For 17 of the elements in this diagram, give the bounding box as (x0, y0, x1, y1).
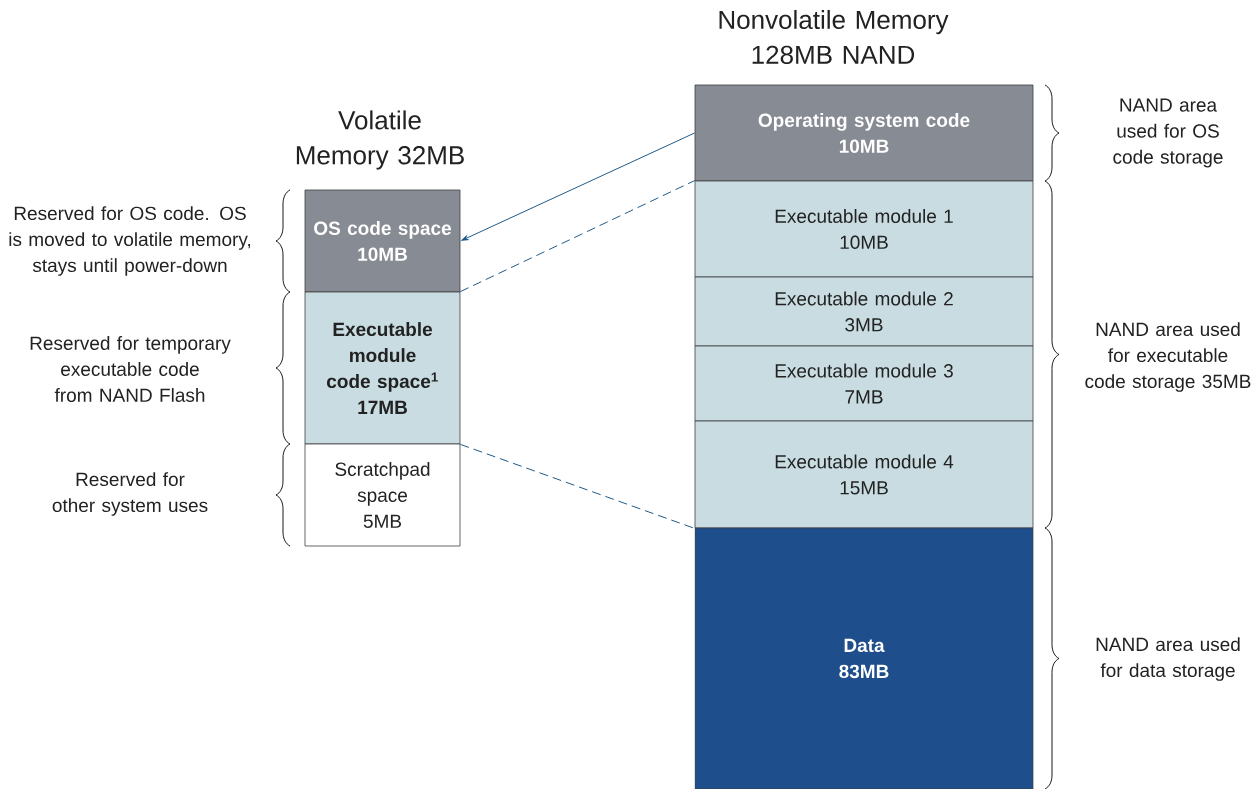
memory-block: Data 83MB (694, 527, 1034, 789)
memory-block: Executable module 2 3MB (694, 276, 1034, 347)
annotation: NAND area used for data storage (1096, 637, 1240, 681)
memory-block: Executable module code space$^{1}$ 17MB (304, 291, 461, 445)
memory-block: Executable module 4 15MB (694, 420, 1034, 529)
memory-block: Scratchpad space 5MB (304, 443, 461, 547)
dashed-line (459, 180, 696, 293)
annotation: NAND area used for OS code storage (1113, 98, 1223, 168)
annotation: NAND area used for executable code storage 35MB (1085, 322, 1251, 392)
arrow (461, 132, 696, 241)
memory-block: Executable module 3 7MB (694, 345, 1034, 422)
annotation: Reserved for OS code. OS is moved to volatile memory, stays until power-down (9, 206, 251, 276)
memory-block: Operating system code 10MB (694, 84, 1034, 182)
annotation: Reserved for temporary executable code from NAND Flash (30, 336, 231, 402)
memory-block: Executable module 1 10MB (694, 180, 1034, 278)
annotation: Reserved for other system uses (52, 472, 208, 516)
memory-block: OS code space 10MB (304, 189, 461, 293)
